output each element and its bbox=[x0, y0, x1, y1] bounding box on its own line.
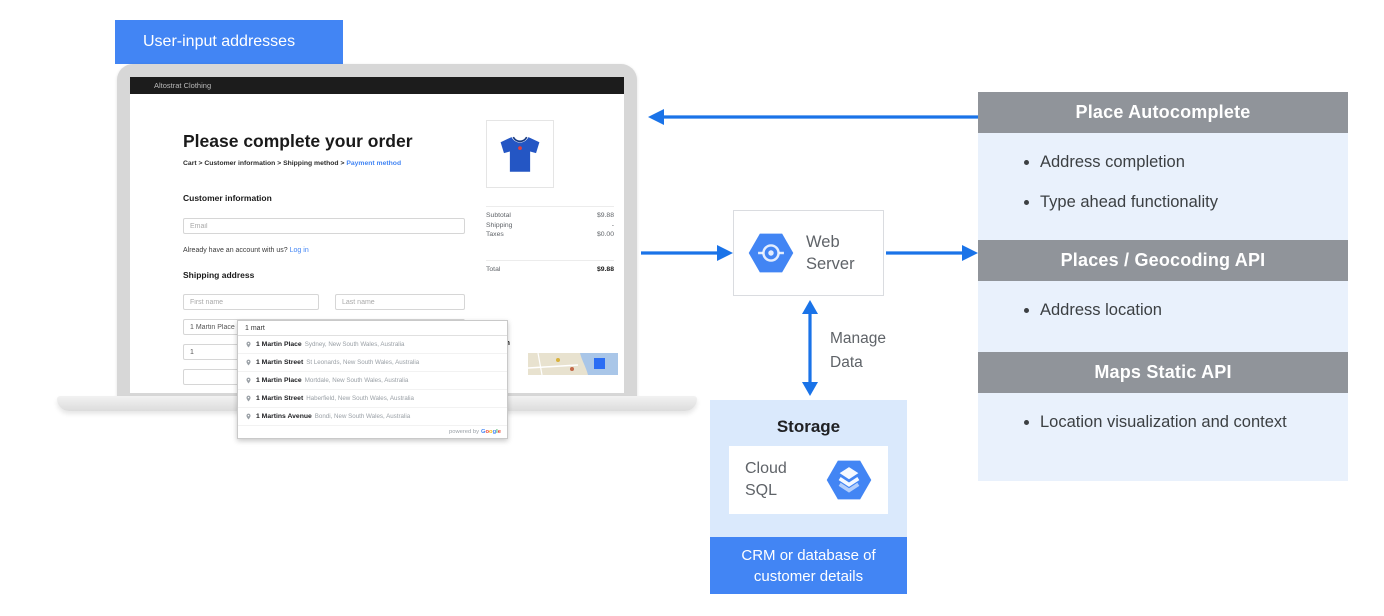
arrow-webserver-storage-bidirectional bbox=[802, 300, 818, 396]
panel-title: Maps Static API bbox=[1094, 362, 1232, 382]
suggestion-secondary: Mortdale, New South Wales, Australia bbox=[304, 377, 409, 384]
arrow-webserver-to-apis bbox=[886, 245, 978, 261]
autocomplete-query[interactable]: 1 mart bbox=[238, 321, 507, 336]
breadcrumb-current: Payment method bbox=[346, 160, 402, 167]
cloud-sql-hexagon-icon bbox=[826, 460, 872, 500]
panel-title: Place Autocomplete bbox=[1075, 102, 1251, 122]
total-label: Total bbox=[486, 266, 501, 273]
cloud-sql-card: Cloud SQL bbox=[729, 446, 888, 514]
user-input-addresses-label: User-input addresses bbox=[115, 20, 343, 64]
panel-header-places-geocoding: Places / Geocoding API bbox=[978, 240, 1348, 281]
cloud-sql-label: Cloud SQL bbox=[745, 460, 787, 499]
storage-title: Storage bbox=[776, 417, 841, 436]
panel-body-places-geocoding: Address location bbox=[978, 281, 1348, 352]
attribution-text: powered by bbox=[449, 429, 479, 435]
google-attribution: powered by Google bbox=[238, 426, 507, 438]
browser-titlebar: Altostrat Clothing bbox=[130, 77, 624, 94]
arrow-autocomplete-to-client bbox=[648, 109, 980, 125]
panel-title: Places / Geocoding API bbox=[1060, 250, 1266, 270]
autocomplete-suggestion[interactable]: 1 Martins Avenue Bondi, New South Wales,… bbox=[238, 408, 507, 426]
breadcrumb-main[interactable]: Cart > Customer information > Shipping m… bbox=[183, 160, 347, 167]
user-input-addresses-text: User-input addresses bbox=[143, 33, 296, 50]
web-server-node: Web Server bbox=[733, 210, 884, 296]
product-image bbox=[486, 120, 554, 188]
map-thumbnail bbox=[528, 353, 618, 375]
site-title: Altostrat Clothing bbox=[154, 81, 212, 90]
api-panels: Place Autocomplete Address completion Ty… bbox=[978, 92, 1348, 481]
panel-body-place-autocomplete: Address completion Type ahead functional… bbox=[978, 133, 1348, 240]
checkout-page-title: Please complete your order bbox=[183, 131, 413, 151]
summary-value: $0.00 bbox=[596, 231, 614, 238]
suggestion-main: 1 Martin Place bbox=[256, 377, 302, 384]
summary-row: Shipping - bbox=[486, 221, 614, 231]
account-prompt: Already have an account with us? Log in bbox=[183, 247, 309, 254]
place-pin-icon bbox=[246, 359, 251, 366]
tshirt-icon bbox=[500, 136, 540, 172]
autocomplete-suggestion[interactable]: 1 Martin Place Sydney, New South Wales, … bbox=[238, 336, 507, 354]
suggestion-secondary: Sydney, New South Wales, Australia bbox=[304, 341, 405, 348]
summary-total-row: Total $9.88 bbox=[486, 260, 614, 273]
panel-header-place-autocomplete: Place Autocomplete bbox=[978, 92, 1348, 133]
suggestion-secondary: Bondi, New South Wales, Australia bbox=[314, 413, 411, 420]
storage-caption-text: CRM or database of customer details bbox=[741, 546, 876, 585]
suggestion-main: 1 Martin Place bbox=[256, 341, 302, 348]
suggestion-secondary: Haberfield, New South Wales, Australia bbox=[306, 395, 414, 402]
summary-row: Taxes $0.00 bbox=[486, 230, 614, 240]
summary-label: Shipping bbox=[486, 221, 513, 229]
panel-header-maps-static: Maps Static API bbox=[978, 352, 1348, 393]
bullet-item: Type ahead functionality bbox=[1040, 189, 1290, 215]
customer-information-label: Customer information bbox=[183, 193, 272, 203]
summary-label: Subtotal bbox=[486, 212, 511, 219]
place-pin-icon bbox=[246, 341, 251, 348]
order-summary: Subtotal $9.88 Shipping - Taxes $0.00 bbox=[486, 206, 614, 240]
suggestion-main: 1 Martins Avenue bbox=[256, 413, 312, 420]
storage-caption: CRM or database of customer details bbox=[710, 537, 907, 594]
arrow-client-to-webserver bbox=[641, 245, 733, 261]
bullet-item: Address location bbox=[1040, 297, 1290, 323]
bullet-item: Address completion bbox=[1040, 149, 1290, 175]
autocomplete-suggestion[interactable]: 1 Martin Street St Leonards, New South W… bbox=[238, 354, 507, 372]
suggestion-main: 1 Martin Street bbox=[256, 359, 304, 366]
first-name-field[interactable] bbox=[183, 294, 319, 310]
total-value: $9.88 bbox=[596, 266, 614, 273]
web-server-hexagon-icon bbox=[748, 233, 794, 273]
place-pin-icon bbox=[246, 413, 251, 420]
storage-node: Storage Cloud SQL bbox=[710, 400, 907, 537]
summary-row: Subtotal $9.88 bbox=[486, 211, 614, 221]
autocomplete-popup: 1 mart 1 Martin Place Sydney, New South … bbox=[237, 320, 508, 439]
place-pin-icon bbox=[246, 377, 251, 384]
place-pin-icon bbox=[246, 395, 251, 402]
web-server-label: Web Server bbox=[806, 232, 855, 273]
autocomplete-suggestion[interactable]: 1 Martin Place Mortdale, New South Wales… bbox=[238, 372, 507, 390]
account-prompt-text: Already have an account with us? bbox=[183, 247, 288, 254]
login-link[interactable]: Log in bbox=[289, 247, 309, 254]
last-name-field[interactable] bbox=[335, 294, 465, 310]
suggestion-secondary: St Leonards, New South Wales, Australia bbox=[306, 359, 420, 366]
static-map-icon bbox=[528, 353, 618, 375]
panel-body-maps-static: Location visualization and context bbox=[978, 393, 1348, 481]
summary-value: - bbox=[611, 221, 614, 229]
google-logo-text: Google bbox=[480, 429, 501, 435]
bullet-item: Location visualization and context bbox=[1040, 409, 1290, 435]
email-field[interactable] bbox=[183, 218, 465, 234]
shipping-address-label: Shipping address bbox=[183, 270, 255, 280]
suggestion-main: 1 Martin Street bbox=[256, 395, 304, 402]
breadcrumb[interactable]: Cart > Customer information > Shipping m… bbox=[183, 160, 401, 167]
summary-label: Taxes bbox=[486, 231, 504, 238]
manage-data-label: Manage Data bbox=[830, 330, 887, 372]
autocomplete-suggestion[interactable]: 1 Martin Street Haberfield, New South Wa… bbox=[238, 390, 507, 408]
summary-value: $9.88 bbox=[596, 212, 614, 219]
